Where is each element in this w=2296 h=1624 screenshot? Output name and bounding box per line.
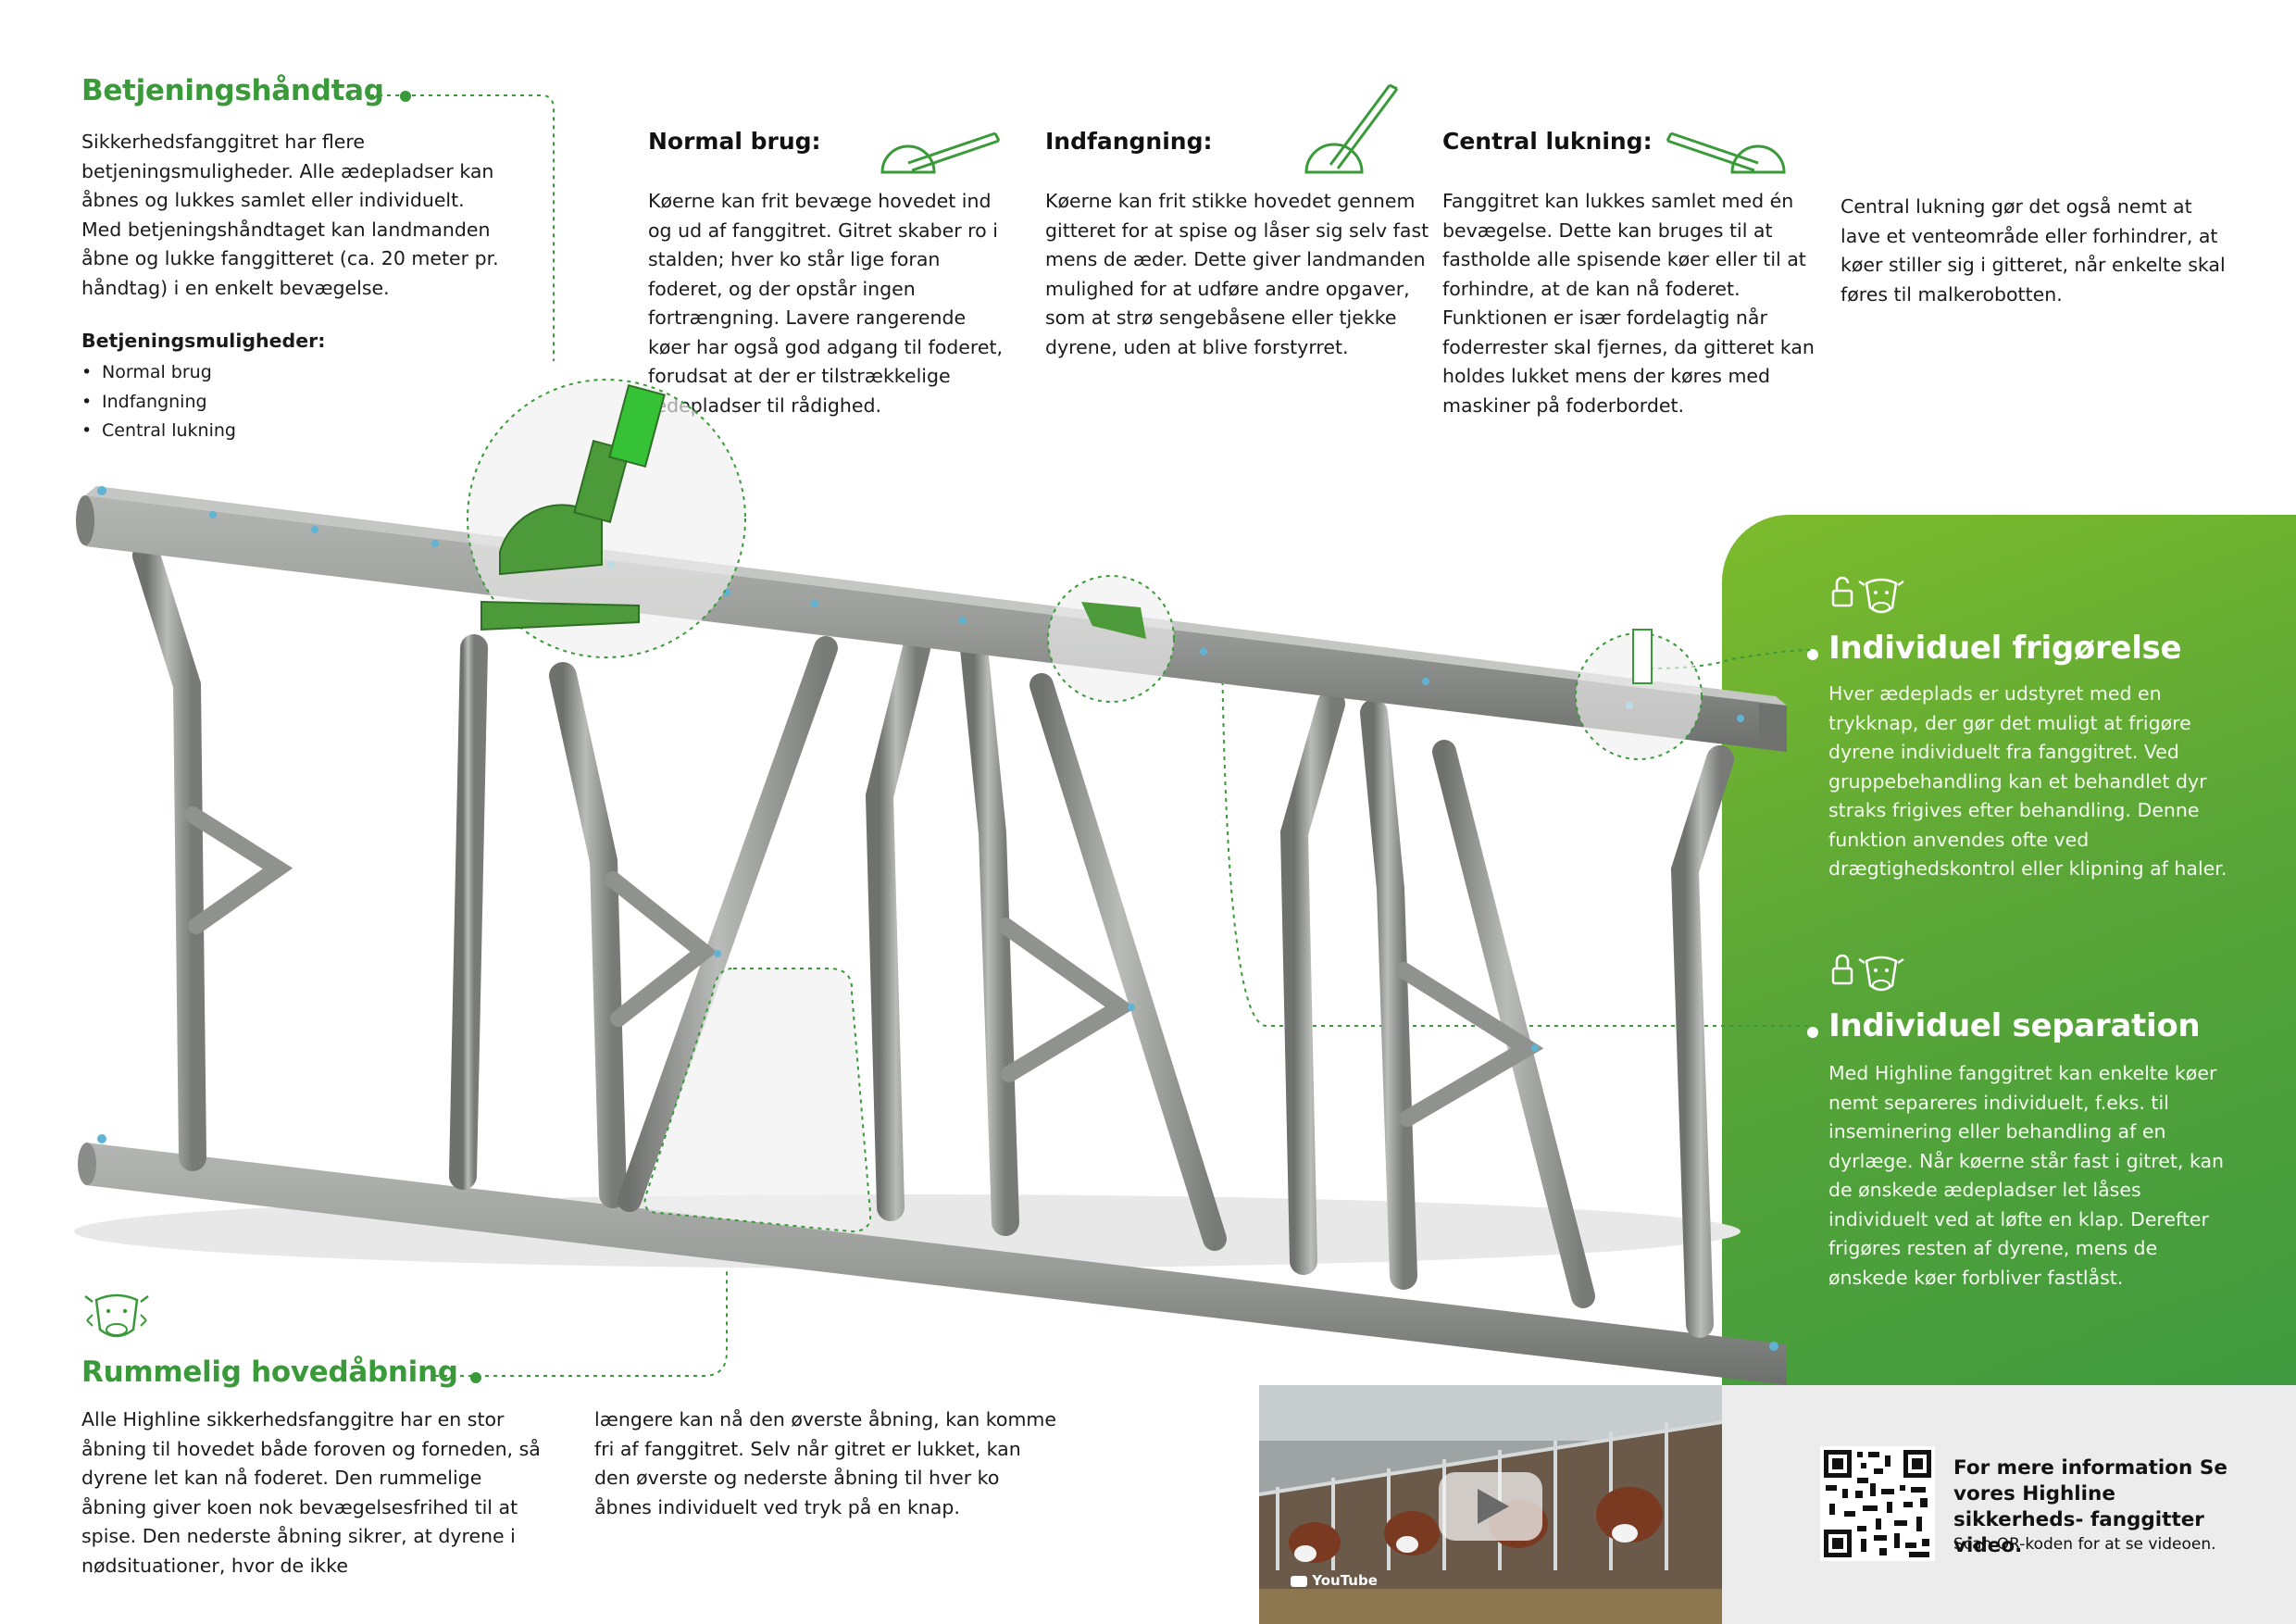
opening-heading-row: Rummelig hovedåbning xyxy=(81,1355,481,1389)
options-title: Betjeningsmuligheder: xyxy=(81,330,326,352)
lever-normal-icon xyxy=(880,131,1001,174)
mode-text-normal: Køerne kan frit bevæge hovedet ind og ud… xyxy=(648,190,1004,417)
opening-text-2: længere kan nå den øverste åbning, kan k… xyxy=(594,1408,1057,1518)
release-heading: Individuel frigørelse xyxy=(1828,630,2182,667)
mode-title-capture: Indfangning: xyxy=(1045,128,1213,155)
barn-scene xyxy=(1259,1385,1722,1624)
leader-dot xyxy=(1807,648,1818,660)
youtube-label: YouTube xyxy=(1312,1572,1378,1589)
feature-panel xyxy=(1722,515,2296,1385)
release-text: Hver ædeplads er udstyret med en trykkna… xyxy=(1828,682,2227,880)
qr-code[interactable] xyxy=(1820,1446,1935,1561)
lever-capture-icon xyxy=(1304,83,1399,174)
central-extra-text: Central lukning gør det også nemt at lav… xyxy=(1841,195,2226,306)
youtube-logo: YouTube xyxy=(1291,1572,1378,1589)
qr-strip xyxy=(1722,1385,2296,1624)
options-list: Normal brug Indfangning Central lukning xyxy=(81,358,236,446)
lever-central-icon xyxy=(1666,131,1786,174)
list-item: Normal brug xyxy=(81,358,236,388)
qr-info-text: For mere information Se vores Highline s… xyxy=(1953,1456,2227,1557)
leader-dot xyxy=(1807,1026,1818,1038)
separation-text: Med Highline fanggitret kan enkelte køer… xyxy=(1828,1062,2225,1289)
cow-unlock-icon xyxy=(1831,576,1904,614)
cow-lock-icon xyxy=(1831,954,1904,992)
list-item: Indfangning xyxy=(81,388,236,418)
mode-text-capture: Køerne kan frit stikke hovedet gennem gi… xyxy=(1045,190,1429,358)
qr-scan-text: Scan QR-koden for at se videoen. xyxy=(1953,1535,2216,1554)
cow-head-icon xyxy=(84,1293,149,1338)
separation-heading: Individuel separation xyxy=(1828,1007,2201,1044)
handle-heading-row: Betjeningshåndtag xyxy=(81,74,411,107)
handle-heading: Betjeningshåndtag xyxy=(81,74,384,107)
video-thumbnail[interactable]: YouTube xyxy=(1259,1385,1722,1624)
handle-intro: Sikkerhedsfanggitret har flere betjening… xyxy=(81,131,499,299)
mode-title-normal: Normal brug: xyxy=(648,128,821,155)
release-heading-row: Individuel frigørelse xyxy=(1807,630,2182,667)
opening-heading: Rummelig hovedåbning xyxy=(81,1355,458,1389)
leader-dot xyxy=(469,1371,481,1383)
opening-text-1: Alle Highline sikkerhedsfanggitre har en… xyxy=(81,1408,541,1577)
mode-text-central: Fanggitret kan lukkes samlet med én bevæ… xyxy=(1442,190,1815,417)
separation-heading-row: Individuel separation xyxy=(1807,1007,2201,1044)
mode-title-central: Central lukning: xyxy=(1442,128,1653,155)
list-item: Central lukning xyxy=(81,417,236,446)
youtube-play-icon xyxy=(1291,1575,1307,1587)
